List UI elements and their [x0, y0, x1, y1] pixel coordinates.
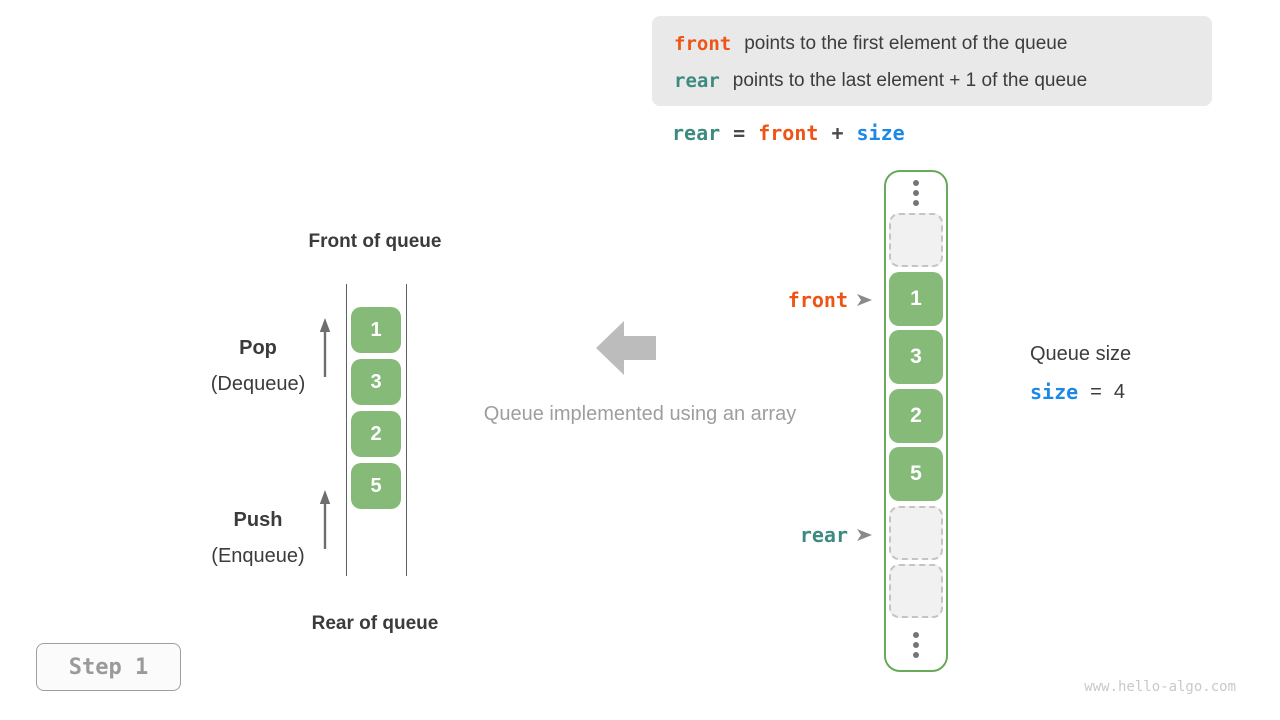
array-slot: 5 — [889, 447, 943, 501]
left-block-arrow-icon — [596, 321, 656, 375]
queue-element: 1 — [351, 307, 401, 353]
size-value: 4 — [1113, 380, 1125, 403]
front-pointer-label: front — [787, 288, 848, 312]
queue-element: 2 — [351, 411, 401, 457]
formula-front-keyword: front — [758, 121, 819, 145]
size-keyword: size — [1030, 380, 1079, 404]
size-equals: = — [1090, 380, 1102, 403]
push-label: Push (Enqueue) — [178, 502, 338, 574]
queue-channel-left-line — [346, 284, 347, 576]
array-slot: 3 — [889, 330, 943, 384]
rear-of-queue-label: Rear of queue — [311, 613, 439, 634]
array-slot-front: 1 — [889, 272, 943, 326]
rear-keyword: rear — [674, 69, 720, 92]
queue-channel-right-line — [406, 284, 407, 576]
queue-size-label: Queue size — [1030, 343, 1132, 365]
queue-element-value: 5 — [370, 474, 382, 497]
queue-element-value: 3 — [370, 370, 382, 393]
front-description: points to the first element of the queue — [744, 32, 1068, 54]
front-pointer: front — [700, 286, 872, 314]
queue-size-value-row: size = 4 — [1030, 380, 1131, 404]
queue-size-info: Queue size size = 4 — [1030, 343, 1131, 404]
step-badge-label: Step 1 — [68, 654, 149, 680]
pop-subtitle: (Dequeue) — [210, 373, 306, 395]
array-slot: 2 — [889, 389, 943, 443]
queue-element: 5 — [351, 463, 401, 509]
array-slot-value: 3 — [910, 345, 922, 368]
queue-element-value: 2 — [370, 422, 382, 445]
array-container: 1 3 2 5 — [884, 170, 948, 672]
pop-up-arrow-icon — [319, 318, 331, 377]
legend-box: front points to the first element of the… — [652, 16, 1212, 106]
ellipsis-bottom-icon — [913, 632, 919, 658]
rear-pointer: rear — [700, 521, 872, 549]
queue-element-value: 1 — [370, 318, 382, 341]
array-slot-value: 2 — [910, 404, 922, 427]
legend-line-front: front points to the first element of the… — [674, 25, 1190, 62]
array-slot-rear — [889, 506, 943, 560]
push-up-arrow-icon — [319, 490, 331, 549]
right-triangle-icon — [857, 529, 872, 541]
formula-plus: + — [831, 121, 844, 145]
right-triangle-icon — [857, 294, 872, 306]
array-slot-value: 1 — [910, 287, 922, 310]
array-slot-value: 5 — [910, 462, 922, 485]
formula-size-keyword: size — [856, 121, 905, 145]
ellipsis-top-icon — [913, 180, 919, 206]
formula-equals: = — [733, 121, 746, 145]
watermark: www.hello-algo.com — [1084, 679, 1236, 695]
formula-rear-keyword: rear — [672, 121, 721, 145]
push-title: Push — [233, 509, 283, 531]
array-slot-empty — [889, 213, 943, 267]
array-slot-empty — [889, 564, 943, 618]
push-subtitle: (Enqueue) — [211, 545, 305, 567]
pop-label: Pop (Dequeue) — [178, 330, 338, 402]
rear-pointer-label: rear — [799, 523, 848, 547]
front-of-queue-label: Front of queue — [308, 231, 442, 252]
legend-line-rear: rear points to the last element + 1 of t… — [674, 62, 1190, 99]
formula: rear = front + size — [672, 121, 905, 145]
front-keyword: front — [674, 32, 732, 55]
queue-element: 3 — [351, 359, 401, 405]
diagram-caption: Queue implemented using an array — [483, 403, 797, 425]
rear-description: points to the last element + 1 of the qu… — [732, 69, 1088, 91]
pop-title: Pop — [239, 337, 277, 359]
step-badge: Step 1 — [36, 643, 181, 691]
